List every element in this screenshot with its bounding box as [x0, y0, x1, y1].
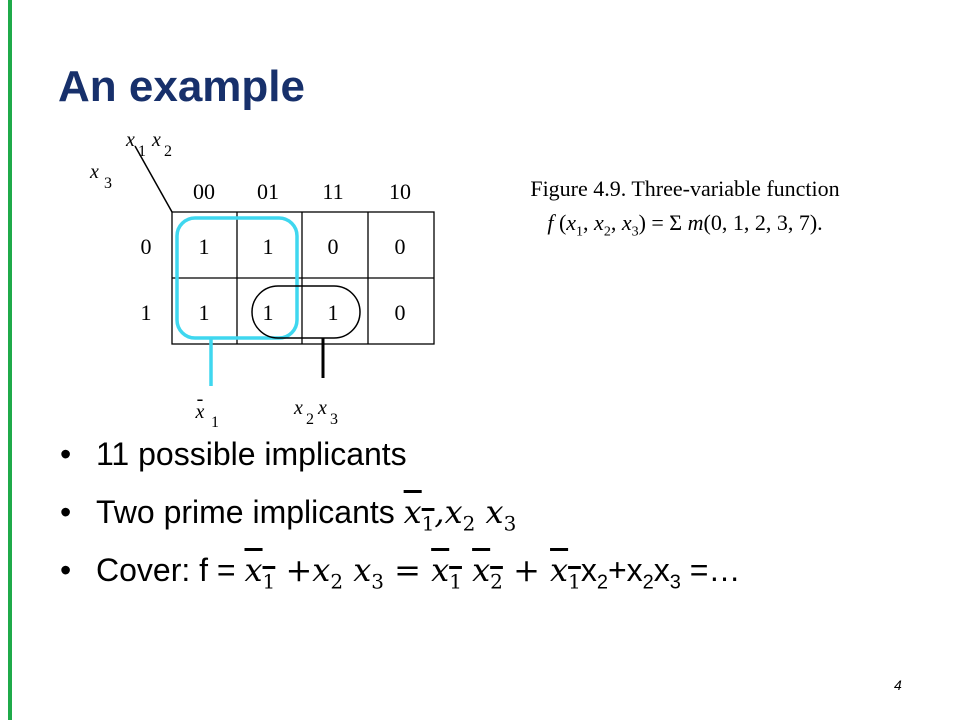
- page-number: 4: [894, 677, 902, 693]
- kmap-row-header: 0: [141, 234, 152, 259]
- kmap-row-sub: 3: [104, 175, 112, 192]
- caption-line-2: f (x1, x2, x3) = Σ m(0, 1, 2, 3, 7).: [547, 210, 823, 240]
- slide-title: An example: [58, 62, 305, 111]
- kmap-cell: 1: [199, 300, 210, 325]
- bullet-text: Cover: f =: [96, 552, 245, 588]
- bullet-marker: •: [60, 436, 72, 472]
- kmap-corner-diagonal: [134, 145, 173, 213]
- kmap-cell: 1: [263, 300, 274, 325]
- kmap-cell: 0: [395, 234, 406, 259]
- bullet-list: • 11 possible implicants • Two prime imp…: [60, 430, 740, 604]
- kmap-col-header: 00: [193, 179, 215, 204]
- kmap-cell: 1: [199, 234, 210, 259]
- kmap-col-sub-1: 1: [138, 143, 146, 160]
- figure-caption: Figure 4.9. Three-variable function f (x…: [450, 172, 920, 249]
- kmap-cell: 1: [263, 234, 274, 259]
- prime-implicants-math: x1,x2 x3: [403, 493, 517, 536]
- bullet-text: 11 possible implicants: [96, 436, 407, 472]
- bullet-item: • Two prime implicants x1,x2 x3: [60, 488, 740, 546]
- kmap-col-var-1: x: [125, 129, 135, 151]
- bullet-marker: •: [60, 494, 72, 530]
- left-accent-bar: [8, 0, 12, 720]
- kmap-cell: 1: [328, 300, 339, 325]
- kmap-label-x2x3-sub1: 2: [306, 411, 314, 428]
- kmap-col-sub-2: 2: [164, 143, 172, 160]
- cover-math: x1 +x2 x3 = x1 x2 + x1: [244, 551, 581, 594]
- kmap-label-x2x3-var2: x: [317, 397, 327, 419]
- kmap-col-header: 10: [389, 179, 411, 204]
- kmap-label-x1bar-overline: -: [197, 388, 204, 410]
- kmap-row-var: x: [89, 161, 99, 183]
- kmap-label-x1bar-var: x: [195, 401, 205, 423]
- kmap-label-x1bar-sub: 1: [211, 414, 219, 428]
- kmap-grid: [171, 211, 435, 345]
- caption-f: f: [547, 210, 554, 235]
- caption-line-1: Figure 4.9. Three-variable function: [530, 176, 840, 201]
- bullet-item: • Cover: f = x1 +x2 x3 = x1 x2 + x1x2+x2…: [60, 546, 740, 604]
- kmap-col-header: 01: [257, 179, 279, 204]
- cover-math-tail: x2+x2x3 =…: [580, 552, 741, 594]
- bullet-marker: •: [60, 552, 72, 588]
- kmap-group-x2x3: [251, 285, 361, 339]
- kmap-col-header: 11: [322, 179, 343, 204]
- kmap-cell: 0: [328, 234, 339, 259]
- bullet-text: Two prime implicants: [96, 494, 404, 530]
- kmap-label-x2x3-sub2: 3: [330, 411, 338, 428]
- kmap-row-header: 1: [141, 300, 152, 325]
- kmap-cell: 0: [395, 300, 406, 325]
- karnaugh-map: x 1 x 2 x 3 00 01 11 10 0 1 1 1 0 0 1 1 …: [89, 129, 435, 428]
- bullet-item: • 11 possible implicants: [60, 430, 740, 488]
- kmap-label-x2x3-var1: x: [293, 397, 303, 419]
- kmap-group-x1bar: [175, 216, 299, 340]
- kmap-col-var-2: x: [151, 129, 161, 151]
